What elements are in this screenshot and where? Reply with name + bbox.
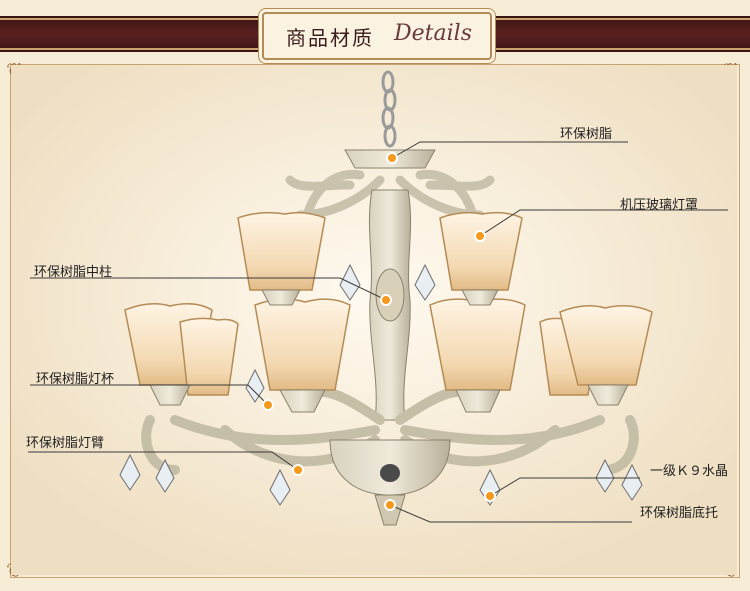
- callout-label-base: 环保树脂底托: [640, 506, 719, 521]
- bowl-crystal: [380, 464, 400, 482]
- glass-shades: [124, 211, 653, 396]
- callout-dots: [262, 152, 496, 511]
- lamp-cups: [149, 289, 629, 413]
- title-english: Details: [394, 21, 472, 46]
- callout-label-center-column: 环保树脂中柱: [34, 265, 113, 280]
- content-frame: [10, 64, 740, 578]
- leader-lines: [28, 141, 728, 523]
- title-chinese: 商品材质: [286, 26, 374, 50]
- callout-label-resin: 环保树脂: [560, 127, 613, 142]
- column-knot: [375, 268, 405, 322]
- callout-label-crystal: 一级Ｋ９水晶: [650, 464, 729, 479]
- callout-label-lamp-cup: 环保树脂灯杯: [36, 372, 115, 387]
- callout-label-lamp-arm: 环保树脂灯臂: [26, 436, 105, 451]
- callout-label-glass-shade: 机压玻璃灯罩: [620, 198, 699, 213]
- chain: [381, 70, 397, 148]
- title-plaque: 商品材质 Details: [262, 12, 492, 60]
